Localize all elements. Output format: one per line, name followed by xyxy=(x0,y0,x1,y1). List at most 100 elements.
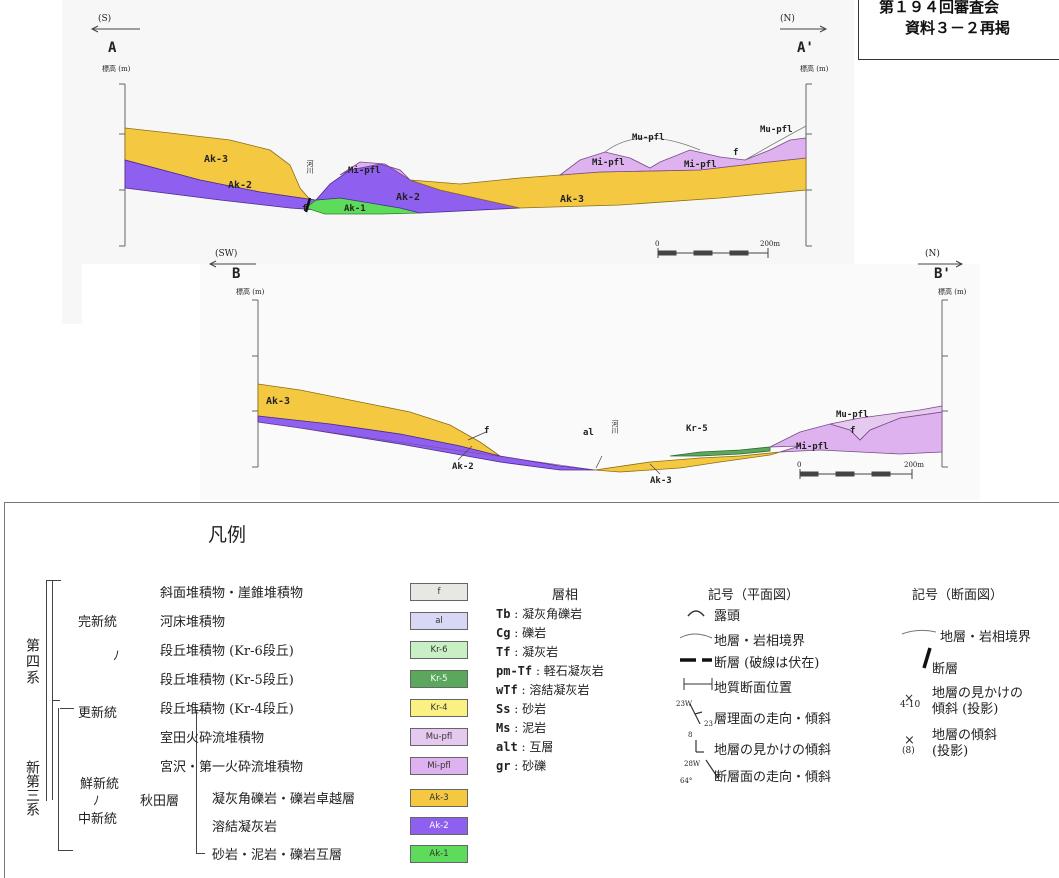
quaternary-bracket-end xyxy=(52,700,60,701)
label-mipfl-3: Mi-pfl xyxy=(684,160,717,170)
scale-a-end: 200m xyxy=(760,240,780,248)
epoch-holocene: 完新統 xyxy=(78,615,118,630)
plan-mark-strike2: 28W xyxy=(684,760,701,768)
svg-text:×: × xyxy=(904,691,914,705)
section-a-scale-bar xyxy=(657,248,769,258)
label-b-al: al xyxy=(583,428,594,438)
swatch-al: al xyxy=(410,612,468,630)
label-ak2-left: Ak-2 xyxy=(228,180,253,191)
section-b-panel xyxy=(200,264,980,500)
stamp-line-1: 第１９４回審査会 xyxy=(879,0,1000,16)
section-boundary: 地層・岩相境界 xyxy=(940,630,1032,645)
label-b-fault-1: f xyxy=(484,426,490,436)
section-a-panel xyxy=(62,0,854,264)
stamp-line-2: 資料３－２再掲 xyxy=(905,19,1011,37)
section-symbol-glyphs: × xyxy=(901,629,937,705)
label-b-kr5: Kr-5 xyxy=(686,424,708,434)
section-dip-1: 地層の傾斜 xyxy=(932,728,998,743)
section-a-left-direction: (S) xyxy=(98,14,112,24)
section-a-left-units: 標高 (m) xyxy=(102,65,131,73)
section-b-right-units: 標高 (m) xyxy=(938,288,967,296)
stratum-kr6-label: 段丘堆積物 (Kr-6段丘) xyxy=(160,644,294,659)
quaternary-bracket xyxy=(46,580,61,801)
plan-mark-strike1: 23W xyxy=(676,700,693,708)
section-fault-icon xyxy=(922,647,932,669)
stratum-kr5-label: 段丘堆積物 (Kr-5段丘) xyxy=(160,673,294,688)
litho-code: Ms xyxy=(496,721,511,735)
plan-outcrop: 露頭 xyxy=(714,609,741,624)
swatch-f: f xyxy=(410,583,468,601)
swatch-mupfl: Mu-pfl xyxy=(410,728,468,746)
section-a-fault xyxy=(304,197,312,213)
quaternary-bracket-line xyxy=(52,580,53,800)
tilde-2: ﾉ xyxy=(93,794,100,809)
label-mipfl-2: Mi-pfl xyxy=(592,158,625,168)
section-b-left-direction: (SW) xyxy=(215,249,238,259)
section-b-left-label: B xyxy=(232,266,241,282)
plan-section-line: 地質断面位置 xyxy=(714,681,793,696)
litho-code: Ss xyxy=(496,702,511,716)
epoch-pliocene: 鮮新統 xyxy=(80,777,120,792)
label-mupfl-2: Mu-pfl xyxy=(760,125,793,135)
section-mark-paren: (8) xyxy=(902,746,915,756)
stratum-al-label: 河床堆積物 xyxy=(160,615,226,630)
legend-title: 凡例 xyxy=(208,524,247,546)
section-mark-range: 4-10 xyxy=(900,700,921,710)
era-divider xyxy=(60,708,74,709)
litho-code: wTf xyxy=(496,683,518,697)
label-river-a: 河川 xyxy=(306,160,314,174)
section-cross-icon: × xyxy=(904,733,915,748)
label-b-mupfl: Mu-pfl xyxy=(836,410,869,420)
litho-code: Tf xyxy=(496,645,511,659)
label-ak1: Ak-1 xyxy=(344,204,366,214)
swatch-mipfl: Mi-pfl xyxy=(410,757,468,775)
label-ak3-right: Ak-3 xyxy=(560,194,585,205)
section-b-right-direction: (N) xyxy=(925,249,940,259)
label-fault-a1: f xyxy=(302,204,308,214)
scale-a-zero: 0 xyxy=(655,240,660,248)
label-b-fault-2: f xyxy=(850,426,856,436)
stratum-ak2-label: 溶結凝灰岩 xyxy=(212,820,278,835)
section-a-left-label: A xyxy=(108,40,117,56)
section-b-right-label: B' xyxy=(934,266,951,282)
section-a-right-direction: (N) xyxy=(780,14,795,24)
plan-symbols-title: 記号（平面図） xyxy=(708,588,800,603)
litho-code: Tb xyxy=(496,607,511,621)
section-dip-2: (投影) xyxy=(932,744,969,759)
label-b-ak3-low: Ak-3 xyxy=(650,476,672,486)
plan-mark-app: 8 xyxy=(688,731,693,739)
litho-code: Cg xyxy=(496,626,511,640)
plan-symbol-glyphs xyxy=(679,610,719,779)
swatch-ak2: Ak-2 xyxy=(410,817,468,835)
stratum-kr4-label: 段丘堆積物 (Kr-4段丘) xyxy=(160,702,294,717)
section-apparent-dip-2: 傾斜 (投影) xyxy=(932,702,999,717)
litho-desc: 礫岩 xyxy=(522,626,547,640)
label-ak3-left: Ak-3 xyxy=(204,154,229,165)
stratum-mupfl-label: 室田火砕流堆積物 xyxy=(160,731,265,746)
boundary-icon xyxy=(679,633,713,639)
litho-desc: 凝灰角礫岩 xyxy=(522,607,583,621)
era-neogene: 新第三系 xyxy=(24,760,40,816)
plan-mark-dip1: 23 xyxy=(704,720,713,728)
section-symbols-title: 記号（断面図） xyxy=(912,588,1004,603)
scale-b-zero: 0 xyxy=(797,461,802,469)
plan-strike-dip: 層理面の走向・傾斜 xyxy=(714,712,832,727)
section-a-right-units: 標高 (m) xyxy=(800,65,829,73)
plan-fault: 断層 (破線は伏在) xyxy=(714,656,820,671)
section-a-right-label: A' xyxy=(797,40,814,56)
litho-desc: 砂礫 xyxy=(522,759,547,773)
litho-desc: 互層 xyxy=(529,740,554,754)
label-river-b: 河川 xyxy=(611,420,619,434)
litho-desc: 溶結凝灰岩 xyxy=(529,683,590,697)
outcrop-icon xyxy=(687,610,705,617)
swatch-kr6: Kr-6 xyxy=(410,641,468,659)
litho-code: pm-Tf xyxy=(496,664,533,678)
stratum-f-label: 斜面堆積物・崖錐堆積物 xyxy=(160,586,304,601)
geologic-cross-sections xyxy=(62,0,980,500)
section-b-left-axis xyxy=(252,299,259,468)
label-b-ak2: Ak-2 xyxy=(452,462,474,472)
label-fault-a2: f xyxy=(733,148,739,158)
document-stamp: 第１９４回審査会 資料３－２再掲 xyxy=(858,0,1059,60)
section-a-mipfl-left xyxy=(339,161,411,181)
stratum-mipfl-label: 宮沢・第一火砕流堆積物 xyxy=(160,760,304,775)
